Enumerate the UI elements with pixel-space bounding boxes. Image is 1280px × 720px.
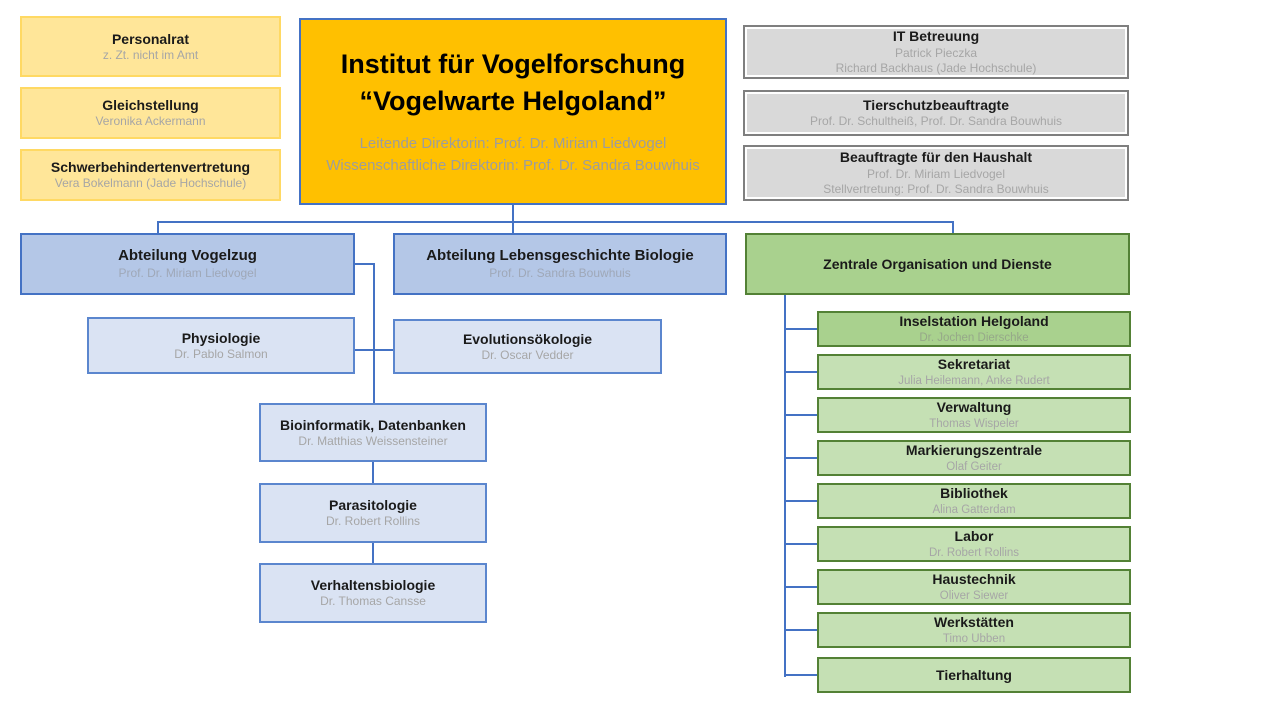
- box-subtitle: Dr. Oscar Vedder: [481, 347, 574, 362]
- box-subtitle: Dr. Robert Rollins: [325, 514, 421, 529]
- org-box-werkstaetten: Werkstätten Timo Ubben: [817, 612, 1131, 648]
- org-box-sekretariat: Sekretariat Julia Heilemann, Anke Rudert: [817, 354, 1131, 390]
- institute-title-line2: “Vogelwarte Helgoland”: [359, 85, 667, 116]
- connector-stub-tierhaltung: [784, 674, 817, 676]
- connector-stub-verwaltung: [784, 414, 817, 416]
- org-box-abteilung-vogelzug: Abteilung Vogelzug Prof. Dr. Miriam Lied…: [20, 233, 355, 295]
- connector-stub-markierungszentrale: [784, 457, 817, 459]
- box-subtitle: Veronika Ackermann: [95, 114, 206, 129]
- box-title: Beauftragte für den Haushalt: [839, 149, 1033, 166]
- connector-root-drop: [512, 205, 514, 233]
- org-box-gleichstellung: Gleichstellung Veronika Ackermann: [20, 87, 281, 139]
- box-title: Tierhaltung: [936, 666, 1012, 683]
- connector-bioinformatik-parasitologie: [372, 462, 374, 483]
- box-subtitle: Julia Heilemann, Anke Rudert: [898, 374, 1050, 387]
- box-subtitle: Prof. Dr. Miriam Liedvogel: [118, 265, 257, 280]
- org-box-parasitologie: Parasitologie Dr. Robert Rollins: [259, 483, 487, 543]
- org-box-schwerbehindertenvertretung: Schwerbehindertenvertretung Vera Bokelma…: [20, 149, 281, 201]
- box-subtitle: Vera Bokelmann (Jade Hochschule): [54, 176, 247, 191]
- box-subtitle: Dr. Jochen Dierschke: [919, 331, 1029, 344]
- box-title: Abteilung Lebensgeschichte Biologie: [426, 247, 694, 265]
- institute-scientific-director-line: Wissenschaftliche Direktorin: Prof. Dr. …: [326, 156, 700, 174]
- connector-vogelzug-stub: [355, 263, 375, 265]
- org-box-it-betreuung: IT Betreuung Patrick Pieczka Richard Bac…: [743, 25, 1129, 79]
- org-box-zentrale-organisation: Zentrale Organisation und Dienste: [745, 233, 1130, 295]
- connector-physiologie-evolution: [355, 349, 393, 351]
- institute-director-line: Leitende Direktorin: Prof. Dr. Miriam Li…: [359, 135, 667, 153]
- box-subtitle: Alina Gatterdam: [932, 503, 1016, 516]
- box-subtitle: Dr. Robert Rollins: [928, 546, 1020, 559]
- box-subtitle: Oliver Siewer: [939, 589, 1009, 602]
- connector-stub-bibliothek: [784, 500, 817, 502]
- box-title: Werkstätten: [934, 614, 1014, 631]
- box-title: Bioinformatik, Datenbanken: [280, 416, 466, 433]
- org-box-verwaltung: Verwaltung Thomas Wispeler: [817, 397, 1131, 433]
- box-title: Parasitologie: [329, 497, 417, 514]
- box-subtitle: Patrick Pieczka: [894, 45, 978, 60]
- box-title: Labor: [954, 528, 994, 545]
- connector-stub-inselstation: [784, 328, 817, 330]
- org-box-personalrat: Personalrat z. Zt. nicht im Amt: [20, 16, 281, 77]
- box-title: Haustechnik: [932, 571, 1016, 588]
- org-box-evolutionsoekologie: Evolutionsökologie Dr. Oscar Vedder: [393, 319, 662, 374]
- connector-parasitologie-verhaltensbiologie: [372, 543, 374, 563]
- org-box-bibliothek: Bibliothek Alina Gatterdam: [817, 483, 1131, 519]
- box-title: Schwerbehindertenvertretung: [50, 159, 251, 176]
- box-subtitle: z. Zt. nicht im Amt: [102, 47, 199, 62]
- org-box-inselstation-helgoland: Inselstation Helgoland Dr. Jochen Diersc…: [817, 311, 1131, 347]
- box-title: Verhaltensbiologie: [310, 577, 436, 594]
- box-title: Personalrat: [111, 30, 190, 47]
- org-box-bioinformatik: Bioinformatik, Datenbanken Dr. Matthias …: [259, 403, 487, 462]
- org-box-institute-root: Institut für Vogelforschung “Vogelwarte …: [299, 18, 727, 205]
- box-title: Verwaltung: [936, 399, 1012, 416]
- connector-drop-vogelzug: [157, 221, 159, 233]
- box-title: Evolutionsökologie: [462, 330, 593, 347]
- connector-stub-haustechnik: [784, 586, 817, 588]
- institute-title-line1: Institut für Vogelforschung: [340, 49, 686, 80]
- box-title: Physiologie: [181, 329, 261, 346]
- connector-stub-werkstaetten: [784, 629, 817, 631]
- box-title: Gleichstellung: [102, 97, 199, 114]
- box-title: IT Betreuung: [892, 28, 980, 45]
- connector-left-spine: [373, 263, 375, 403]
- org-box-markierungszentrale: Markierungszentrale Olaf Geiter: [817, 440, 1131, 476]
- box-subtitle: Dr. Pablo Salmon: [174, 346, 268, 361]
- box-title: Sekretariat: [937, 356, 1011, 373]
- box-subtitle: Prof. Dr. Miriam Liedvogel: [866, 166, 1006, 181]
- org-box-labor: Labor Dr. Robert Rollins: [817, 526, 1131, 562]
- box-title: Tierschutzbeauftragte: [863, 97, 1009, 114]
- box-subtitle: Timo Ubben: [942, 632, 1006, 645]
- org-box-tierschutzbeauftragte: Tierschutzbeauftragte Prof. Dr. Schulthe…: [743, 90, 1129, 136]
- box-subtitle: Thomas Wispeler: [929, 417, 1019, 430]
- org-box-beauftragte-haushalt: Beauftragte für den Haushalt Prof. Dr. M…: [743, 145, 1129, 201]
- box-subtitle: Richard Backhaus (Jade Hochschule): [835, 61, 1037, 76]
- box-subtitle: Prof. Dr. Schultheiß, Prof. Dr. Sandra B…: [809, 114, 1063, 129]
- box-title: Inselstation Helgoland: [899, 313, 1049, 330]
- connector-top-horizontal: [157, 221, 954, 223]
- box-subtitle: Olaf Geiter: [946, 460, 1002, 473]
- connector-stub-labor: [784, 543, 817, 545]
- org-box-physiologie: Physiologie Dr. Pablo Salmon: [87, 317, 355, 374]
- box-title: Zentrale Organisation und Dienste: [823, 255, 1052, 272]
- org-box-tierhaltung: Tierhaltung: [817, 657, 1131, 693]
- box-title: Bibliothek: [940, 485, 1008, 502]
- org-box-haustechnik: Haustechnik Oliver Siewer: [817, 569, 1131, 605]
- box-subtitle: Stellvertretung: Prof. Dr. Sandra Bouwhu…: [823, 182, 1049, 197]
- box-title: Markierungszentrale: [905, 442, 1043, 459]
- connector-drop-zentrale: [952, 221, 954, 233]
- box-subtitle: Dr. Matthias Weissensteiner: [298, 433, 448, 448]
- box-subtitle: Dr. Thomas Cansse: [320, 594, 426, 609]
- org-box-verhaltensbiologie: Verhaltensbiologie Dr. Thomas Cansse: [259, 563, 487, 623]
- box-subtitle: Prof. Dr. Sandra Bouwhuis: [489, 265, 631, 280]
- box-title: Abteilung Vogelzug: [118, 247, 257, 265]
- connector-stub-sekretariat: [784, 371, 817, 373]
- org-box-abteilung-lebensgeschichte: Abteilung Lebensgeschichte Biologie Prof…: [393, 233, 727, 295]
- connector-green-spine: [784, 295, 786, 677]
